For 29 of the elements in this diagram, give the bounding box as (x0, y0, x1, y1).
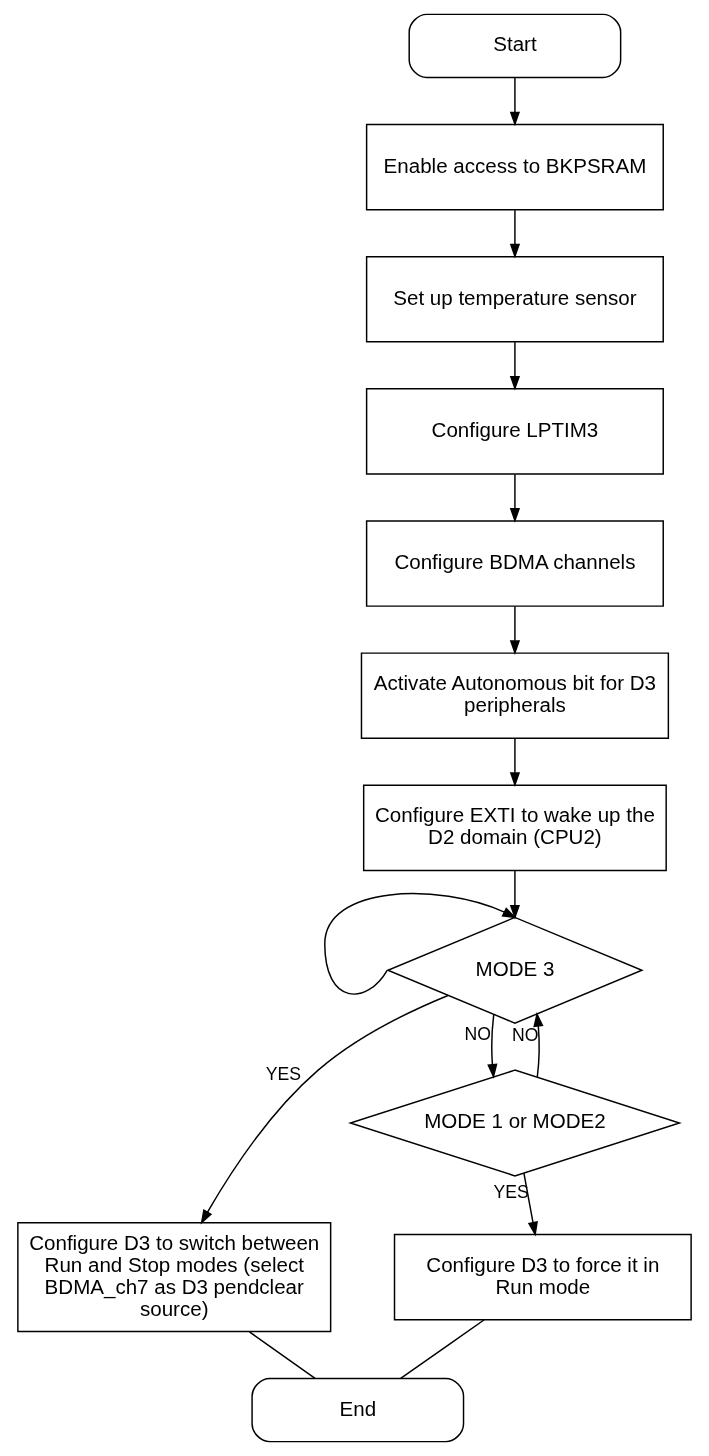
arrow (523, 1172, 538, 1237)
arrow (200, 994, 449, 1225)
connector (399, 1319, 485, 1380)
arrow (509, 870, 521, 920)
node-box: Configure D3 to switch between Run and Stop modes (select BDMA_ch7 as D3 pendclear source) (17, 1222, 332, 1333)
edge-label: YES (265, 1064, 301, 1085)
node-box: Set up temperature sensor (365, 255, 664, 343)
node-box: Configure D3 to force it in Run mode (393, 1233, 692, 1321)
node-box: Start (408, 13, 622, 79)
arrow (487, 1013, 498, 1079)
arrow (509, 209, 521, 259)
node-box: Activate Autonomous bit for D3 peripherals (360, 652, 670, 739)
node-box: Configure BDMA channels (365, 520, 664, 607)
node-box: Enable access to BKPSRAM (365, 123, 664, 211)
node-diamond: MODE 1 or MODE2 (348, 1069, 682, 1177)
arrow (509, 605, 521, 655)
arrow (509, 341, 521, 391)
arrow (324, 892, 517, 995)
arrow (533, 1012, 544, 1078)
edge-label: NO (511, 1025, 539, 1046)
node-box: Configure EXTI to wake up the D2 domain (CPU2) (362, 784, 667, 872)
arrow (509, 77, 521, 127)
node-box: Configure LPTIM3 (365, 388, 664, 475)
arrow (509, 738, 521, 788)
edge-label: NO (464, 1024, 492, 1045)
node-box: End (251, 1377, 465, 1443)
connector (248, 1331, 316, 1380)
node-diamond: MODE 3 (386, 916, 644, 1024)
arrow (509, 473, 521, 523)
